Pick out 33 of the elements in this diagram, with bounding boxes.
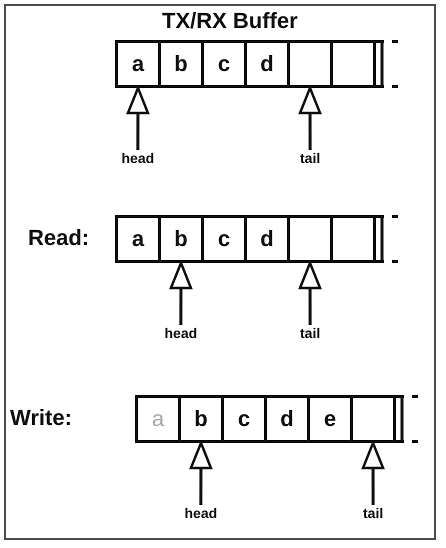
buffer-slot: a (135, 395, 181, 443)
row-label: Read: (28, 225, 90, 251)
pointer-arrow (170, 262, 192, 325)
pointer-label: tail (300, 325, 320, 341)
buffer-slot: d (264, 395, 310, 443)
buffer-slot (330, 40, 376, 88)
buffer-slot: c (221, 395, 267, 443)
buffer-slot: b (178, 395, 224, 443)
buffer-slot: a (115, 215, 161, 263)
buffer-slot: d (244, 215, 290, 263)
buffer-slot: b (158, 40, 204, 88)
buffer-slot: e (307, 395, 353, 443)
buffer-slot (287, 215, 333, 263)
pointer-arrow (298, 86, 322, 150)
buffer-slot: c (201, 40, 247, 88)
pointer-arrow (126, 86, 150, 150)
row-label: Write: (10, 405, 72, 431)
buffer-slot: d (244, 40, 290, 88)
buffer-slot (330, 215, 376, 263)
pointer-label: head (122, 150, 154, 166)
buffer-slot: c (201, 215, 247, 263)
pointer-arrow (298, 262, 322, 325)
pointer-arrow (362, 442, 384, 505)
buffer-slot: a (115, 40, 161, 88)
pointer-label: tail (300, 150, 320, 166)
pointer-label: tail (363, 505, 384, 521)
pointer-label: head (164, 325, 198, 341)
title: TX/RX Buffer (162, 8, 298, 34)
pointer-arrow (190, 442, 212, 505)
buffer-slot (350, 395, 396, 443)
buffer-slot (287, 40, 333, 88)
pointer-label: head (184, 505, 218, 521)
buffer-slot: b (158, 215, 204, 263)
